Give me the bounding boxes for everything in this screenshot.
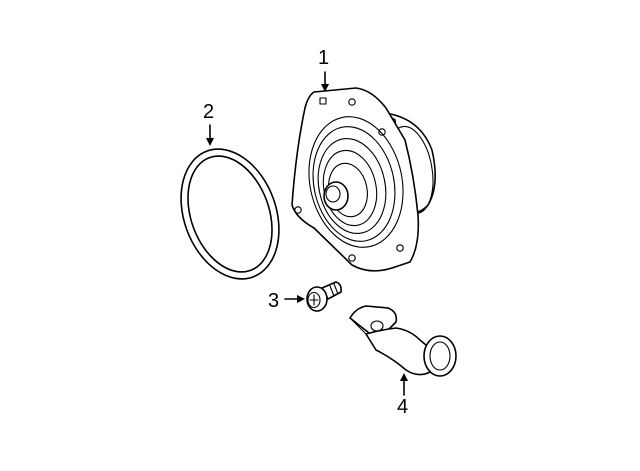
callout-leader-1 bbox=[321, 71, 329, 92]
water-pump-icon bbox=[291, 87, 436, 272]
outlet-pipe-icon bbox=[349, 305, 457, 377]
callout-3: 3 bbox=[268, 290, 280, 312]
callout-leader-2 bbox=[206, 124, 214, 146]
callout-leader-4 bbox=[400, 373, 408, 396]
o-ring-gasket-icon bbox=[180, 148, 280, 280]
bolt-icon bbox=[306, 281, 342, 312]
callout-1: 1 bbox=[318, 47, 330, 69]
callout-leader-3 bbox=[284, 295, 305, 303]
callout-2: 2 bbox=[203, 101, 215, 123]
callout-4: 4 bbox=[397, 396, 409, 418]
